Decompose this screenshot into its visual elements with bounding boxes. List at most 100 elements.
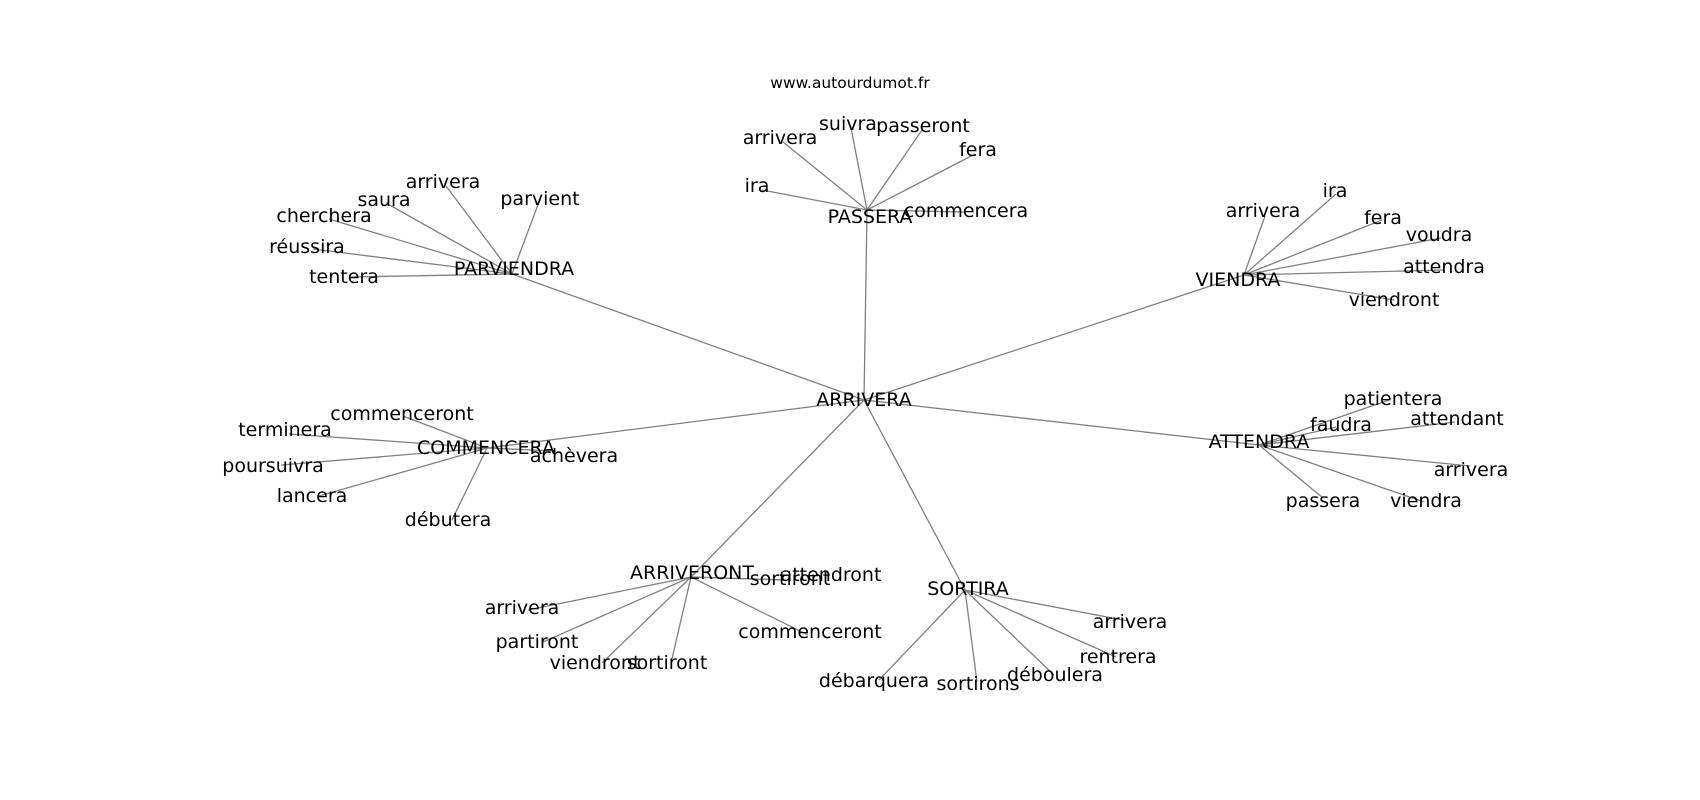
leaf-node-label: arrivera (1434, 459, 1509, 481)
leaf-edge (1258, 399, 1390, 446)
root-edge (863, 399, 1260, 446)
leaf-node-label: arrivera (1226, 200, 1301, 222)
leaf-edge (878, 589, 966, 681)
leaf-node-label: lancera (277, 485, 348, 507)
leaf-edge (385, 202, 513, 275)
leaf-edge (1258, 444, 1324, 499)
leaf-node-label: rentrera (1079, 646, 1156, 668)
leaf-edge (866, 153, 976, 211)
leaf-node-label: fera (959, 139, 997, 161)
leaf-node-label: sortirons (936, 673, 1019, 695)
leaf-edge (690, 576, 809, 636)
leaf-node-label: sortiront (750, 568, 831, 590)
leaf-node-label: ira (745, 175, 770, 197)
leaf-edge (1243, 193, 1337, 276)
leaf-node-label: attendant (1410, 408, 1503, 430)
leaf-edge (670, 576, 692, 664)
root-edge (690, 399, 865, 578)
leaf-node-label: partiront (496, 631, 579, 653)
leaf-edge (761, 189, 868, 211)
leaf-node-label: viendront (1349, 289, 1440, 311)
hub-node-label: PASSERA (828, 206, 913, 228)
leaf-node-label: arrivera (1093, 611, 1168, 633)
leaf-edge (288, 433, 488, 449)
leaf-node-label: arrivera (406, 171, 481, 193)
leaf-edge (451, 447, 488, 521)
graph-labels: www.autourdumot.fr ARRIVERA PASSERA arrive… (222, 74, 1508, 695)
hub-node-label: PARVIENDRA (454, 258, 574, 280)
leaf-node-label: faudra (1310, 414, 1372, 436)
root-edge (511, 273, 865, 401)
leaf-edge (350, 273, 513, 278)
leaf-edge (402, 415, 488, 449)
leaf-edge (1243, 237, 1442, 276)
leaf-node-label: ira (1323, 180, 1348, 202)
leaf-edge (964, 589, 1055, 676)
leaf-node-label: fera (1364, 207, 1402, 229)
leaf-node-label: débarquera (819, 670, 929, 692)
leaf-node-label: passeront (876, 115, 970, 137)
leaf-edge (527, 576, 692, 611)
leaf-edge (1258, 426, 1337, 446)
leaf-edge (280, 447, 488, 466)
leaf-node-label: arrivera (485, 597, 560, 619)
leaf-edge (964, 589, 1129, 622)
hub-node-label: ATTENDRA (1209, 431, 1310, 453)
root-edge (863, 209, 868, 401)
leaf-node-label: commencera (904, 200, 1028, 222)
leaf-node-label: tentera (309, 266, 379, 288)
hub-node-label: ARRIVERONT (630, 562, 754, 584)
leaf-edge (1243, 219, 1383, 276)
hub-node-label: COMMENCERA (417, 437, 555, 459)
leaf-node-label: achèvera (530, 445, 618, 467)
hub-node-label: VIENDRA (1196, 269, 1281, 291)
leaf-node-label: parvient (500, 188, 579, 210)
root-edge (863, 274, 1245, 401)
leaf-edge (1243, 269, 1445, 276)
leaf-edge (1258, 444, 1471, 467)
hub-node-label: SORTIRA (927, 578, 1008, 600)
leaf-edge (964, 589, 978, 683)
leaf-edge (1258, 444, 1425, 503)
leaf-node-label: terminera (238, 419, 332, 441)
leaf-node-label: déboulera (1007, 664, 1103, 686)
leaf-edge (486, 447, 556, 452)
leaf-edge (782, 141, 868, 211)
leaf-node-label: passera (1286, 490, 1361, 512)
leaf-node-label: viendront (550, 652, 641, 674)
leaf-node-label: voudra (1406, 224, 1472, 246)
leaf-node-label: attendra (1403, 256, 1485, 278)
leaf-node-label: patientera (1344, 388, 1443, 410)
leaf-node-label: arrivera (743, 127, 818, 149)
root-node-label: ARRIVERA (816, 389, 911, 411)
leaf-edge (1258, 421, 1456, 446)
leaf-node-label: poursuivra (222, 455, 323, 477)
leaf-edge (511, 201, 540, 275)
leaf-edge (542, 576, 692, 643)
root-edge (863, 399, 966, 591)
graph-edges (280, 127, 1471, 683)
leaf-edge (866, 129, 923, 211)
leaf-node-label: suivra (819, 113, 877, 135)
leaf-edge (312, 248, 513, 275)
leaf-edge (445, 185, 513, 275)
leaf-node-label: sortiront (627, 652, 708, 674)
leaf-edge (318, 447, 488, 497)
leaf-edge (850, 127, 868, 211)
leaf-edge (1243, 274, 1395, 301)
leaf-edge (1243, 215, 1266, 276)
leaf-edge (328, 218, 513, 275)
leaf-node-label: cherchera (276, 205, 371, 227)
leaf-edge (964, 589, 1117, 658)
leaf-node-label: attendront (781, 564, 882, 586)
leaf-node-label: commenceront (330, 403, 473, 425)
root-edge (486, 399, 865, 449)
leaf-node-label: réussira (269, 236, 345, 258)
leaf-node-label: débutera (405, 509, 491, 531)
leaf-node-label: commenceront (738, 621, 881, 643)
leaf-edge (690, 576, 787, 581)
leaf-node-label: saura (357, 189, 410, 211)
leaf-node-label: viendra (1390, 490, 1462, 512)
credit-text: www.autourdumot.fr (770, 74, 930, 92)
